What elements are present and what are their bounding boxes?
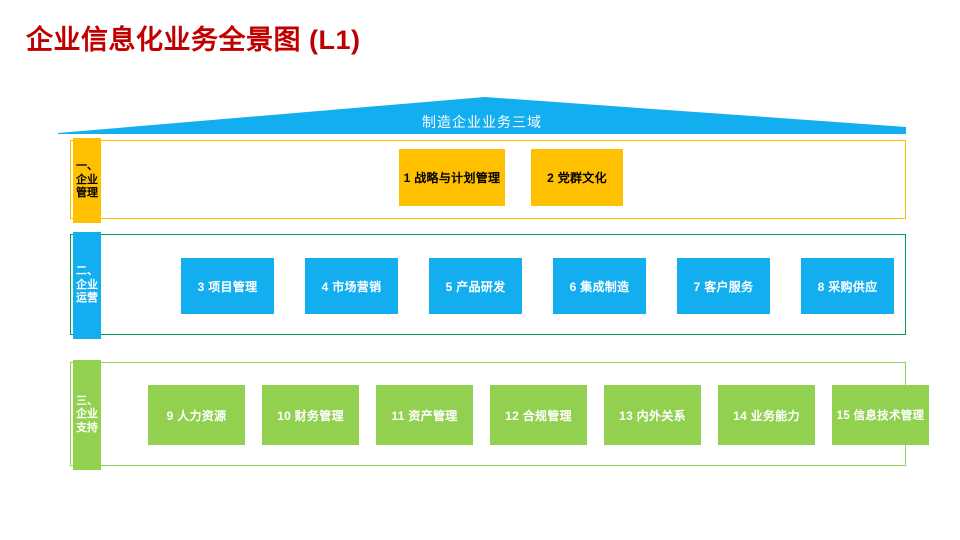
domain-box-2[interactable]: 2 党群文化 [531,149,623,206]
row-tab-enterprise-operation[interactable]: 二、 企业 运营 [73,232,101,339]
domain-box-13[interactable]: 13 内外关系 [604,385,701,445]
row-tab-line: 管理 [76,187,98,200]
domain-box-7[interactable]: 7 客户服务 [677,258,770,314]
domain-box-5[interactable]: 5 产品研发 [429,258,522,314]
row-tab-enterprise-support[interactable]: 三、 企业 支持 [73,360,101,470]
layer-row-enterprise-support: 三、 企业 支持 9 人力资源 10 财务管理 11 资产管理 12 合规管理 … [70,360,929,470]
domain-box-12[interactable]: 12 合规管理 [490,385,587,445]
row-body-enterprise-management: 1 战略与计划管理 2 党群文化 [101,141,905,218]
row-body-enterprise-support: 9 人力资源 10 财务管理 11 资产管理 12 合规管理 13 内外关系 1… [101,363,929,465]
roof-banner: 制造企业业务三域 [58,97,906,134]
domain-box-9[interactable]: 9 人力资源 [148,385,245,445]
row-tab-enterprise-management[interactable]: 一、 企业 管理 [73,138,101,223]
row-tab-line: 一、 [76,160,98,173]
domain-box-8[interactable]: 8 采购供应 [801,258,894,314]
row-tab-line: 二、 [76,265,98,278]
domain-box-15[interactable]: 15 信息技术管理 [832,385,929,445]
domain-box-1[interactable]: 1 战略与计划管理 [399,149,505,206]
domain-box-11[interactable]: 11 资产管理 [376,385,473,445]
roof-triangle-icon [58,97,906,134]
row-tab-line: 企业 [76,278,98,291]
domain-box-10[interactable]: 10 财务管理 [262,385,359,445]
page-title: 企业信息化业务全景图 (L1) [26,25,361,55]
row-tab-line: 企业 [76,173,98,186]
layer-row-enterprise-management: 一、 企业 管理 1 战略与计划管理 2 党群文化 [70,138,906,223]
domain-box-4[interactable]: 4 市场营销 [305,258,398,314]
row-tab-line: 企业 [76,408,98,421]
domain-box-3[interactable]: 3 项目管理 [181,258,274,314]
row-body-enterprise-operation: 3 项目管理 4 市场营销 5 产品研发 6 集成制造 7 客户服务 8 采购供… [101,235,905,334]
row-tab-line: 运营 [76,292,98,305]
domain-box-14[interactable]: 14 业务能力 [718,385,815,445]
row-tab-line: 支持 [76,421,98,434]
row-tab-line: 三、 [76,394,98,407]
domain-box-6[interactable]: 6 集成制造 [553,258,646,314]
layer-row-enterprise-operation: 二、 企业 运营 3 项目管理 4 市场营销 5 产品研发 6 集成制造 7 客… [70,232,906,339]
